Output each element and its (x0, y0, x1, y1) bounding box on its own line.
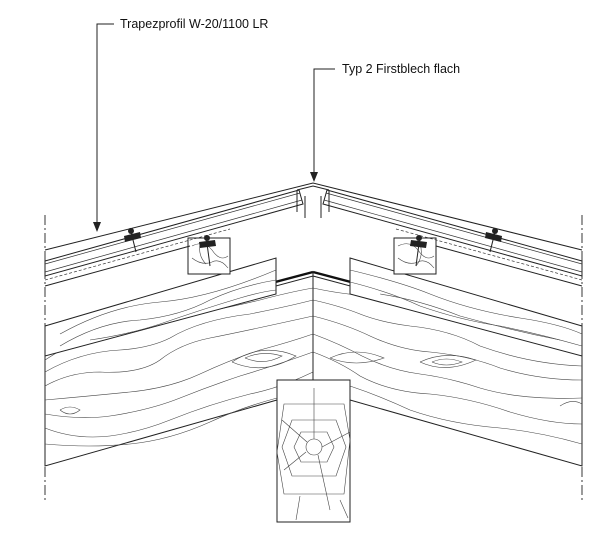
firstblech-label: Typ 2 Firstblech flach (342, 62, 460, 76)
right-counter-batten (349, 257, 583, 357)
right-sheet-screw (485, 227, 502, 253)
ridge-purlin (276, 379, 351, 523)
left-trapezoidal-sheet (44, 189, 304, 287)
left-counter-batten (44, 257, 277, 357)
trapezprofil-label: Trapezprofil W-20/1100 LR (120, 17, 268, 31)
left-batten-screw (199, 235, 216, 267)
firstblech-callout: Typ 2 Firstblech flach (310, 62, 460, 182)
left-sheet-screw (124, 227, 141, 253)
trapezprofil-callout: Trapezprofil W-20/1100 LR (93, 17, 268, 232)
ridge-flashing (44, 182, 583, 251)
right-batten-screw (410, 235, 427, 267)
